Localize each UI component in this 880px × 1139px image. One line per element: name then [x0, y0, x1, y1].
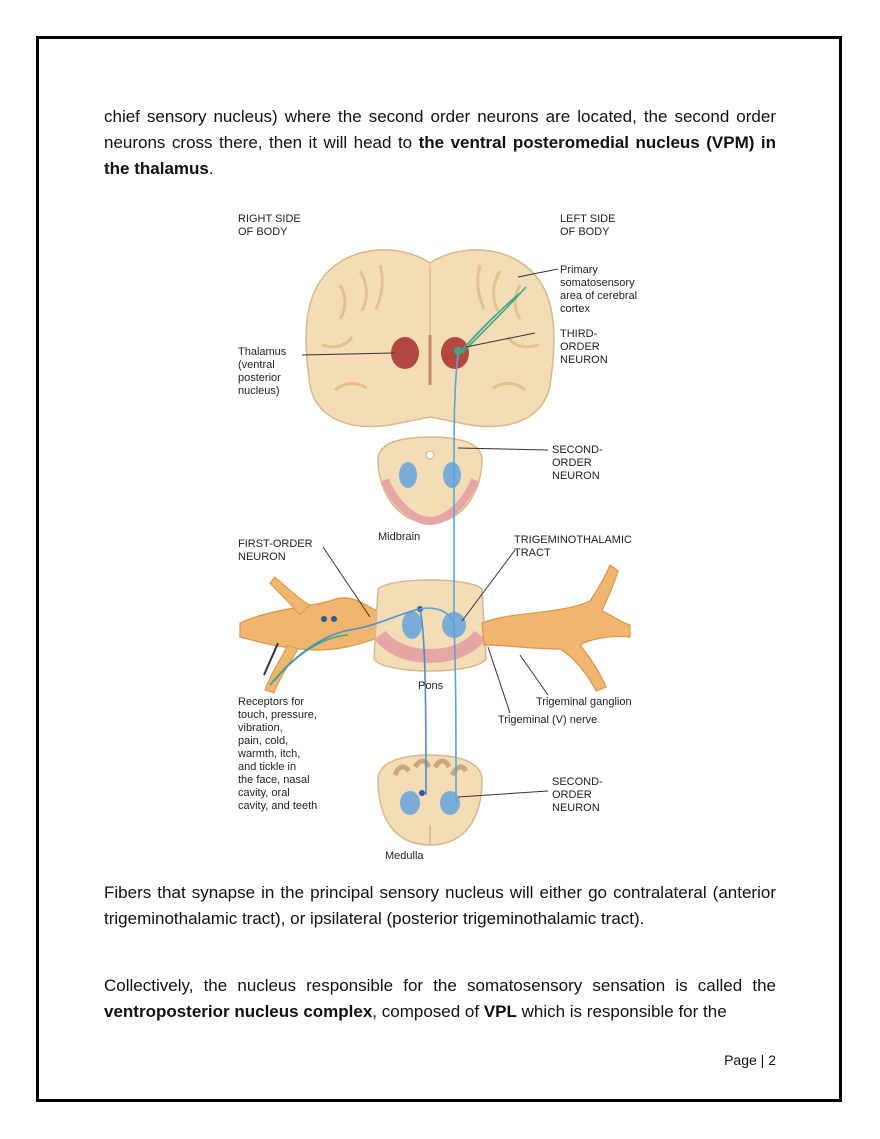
label-first-order-line2: NEURON [238, 551, 286, 563]
label-left-side-line2: OF BODY [560, 226, 610, 238]
label-second-order-top-line1: SECOND- [552, 444, 603, 456]
label-second-order-bottom-line1: SECOND- [552, 776, 603, 788]
label-primary-line4: cortex [560, 303, 590, 315]
paragraph-intro-end: . [208, 159, 214, 178]
label-primary-line1: Primary [560, 264, 598, 276]
label-primary-line2: somatosensory [560, 277, 635, 289]
label-thalamus-line3: posterior [238, 372, 281, 384]
pons-illustration [239, 564, 631, 694]
paragraph-collectively-text: Collectively, the nucleus responsible fo… [104, 976, 776, 995]
neuron-pathways [269, 286, 527, 804]
page-border [36, 36, 842, 1102]
label-right-side-line1: RIGHT SIDE [238, 213, 301, 225]
label-third-order-line2: ORDER [560, 341, 600, 353]
label-primary-line3: area of cerebral [560, 290, 637, 302]
label-receptors-line9: cavity, and teeth [238, 800, 317, 812]
label-trigeminothalamic-line1: TRIGEMINOTHALAMIC [514, 534, 632, 546]
paragraph-intro-text: chief sensory nucleus) where the second … [104, 107, 776, 152]
label-thalamus-line4: nucleus) [238, 385, 280, 397]
label-thalamus-line2: (ventral [238, 359, 275, 371]
label-receptors-line4: pain, cold, [238, 735, 288, 747]
label-thalamus-line1: Thalamus [238, 346, 287, 358]
paragraph-intro-bold: the ventral posteromedial nucleus (VPM) … [104, 133, 776, 178]
paragraph-fibers: Fibers that synapse in the principal sen… [104, 883, 776, 928]
paragraph-collectively-bold-vpl: VPL [483, 1002, 517, 1021]
label-midbrain: Midbrain [378, 531, 420, 543]
cerebrum-illustration [305, 249, 555, 428]
paragraph-collectively: Collectively, the nucleus responsible fo… [104, 973, 776, 1025]
label-second-order-top-line2: ORDER [552, 457, 592, 469]
label-second-order-bottom-line2: ORDER [552, 789, 592, 801]
label-right-side-line2: OF BODY [238, 226, 288, 238]
label-second-order-bottom-line3: NEURON [552, 802, 600, 814]
paragraph-intro: chief sensory nucleus) where the second … [104, 104, 776, 182]
label-medulla: Medulla [385, 850, 424, 862]
label-receptors-line6: and tickle in [238, 761, 296, 773]
paragraph-collectively-end: which is responsible for the [516, 1002, 727, 1021]
label-trigeminothalamic-line2: TRACT [514, 547, 551, 559]
label-third-order-line3: NEURON [560, 354, 608, 366]
label-receptors-line2: touch, pressure, [238, 709, 317, 721]
label-third-order-line1: THIRD- [560, 328, 598, 340]
label-receptors-line7: the face, nasal [238, 774, 310, 786]
label-receptors-line8: cavity, oral [238, 787, 290, 799]
label-trigeminal-nerve: Trigeminal (V) nerve [498, 714, 597, 726]
label-receptors-line5: warmth, itch, [237, 748, 300, 760]
label-second-order-top-line3: NEURON [552, 470, 600, 482]
label-trigeminal-ganglion: Trigeminal ganglion [536, 696, 632, 708]
label-receptors-line1: Receptors for [238, 696, 304, 708]
leader-lines [263, 268, 559, 798]
trigeminal-pathway-diagram: RIGHT SIDE OF BODY LEFT SIDE OF BODY Pri… [237, 213, 637, 862]
page-number: Page | 2 [724, 1052, 776, 1068]
midbrain-illustration [377, 436, 483, 526]
label-pons: Pons [418, 680, 444, 692]
paragraph-collectively-bold-complex: ventroposterior nucleus complex [104, 1002, 373, 1021]
label-receptors-line3: vibration, [238, 722, 283, 734]
trigeminal-pathway-figure: RIGHT SIDE OF BODY LEFT SIDE OF BODY Pri… [230, 205, 650, 865]
paragraph-collectively-mid: , composed of [372, 1002, 484, 1021]
medulla-illustration [377, 754, 483, 846]
label-first-order-line1: FIRST-ORDER [238, 538, 313, 550]
label-left-side-line1: LEFT SIDE [560, 213, 615, 225]
